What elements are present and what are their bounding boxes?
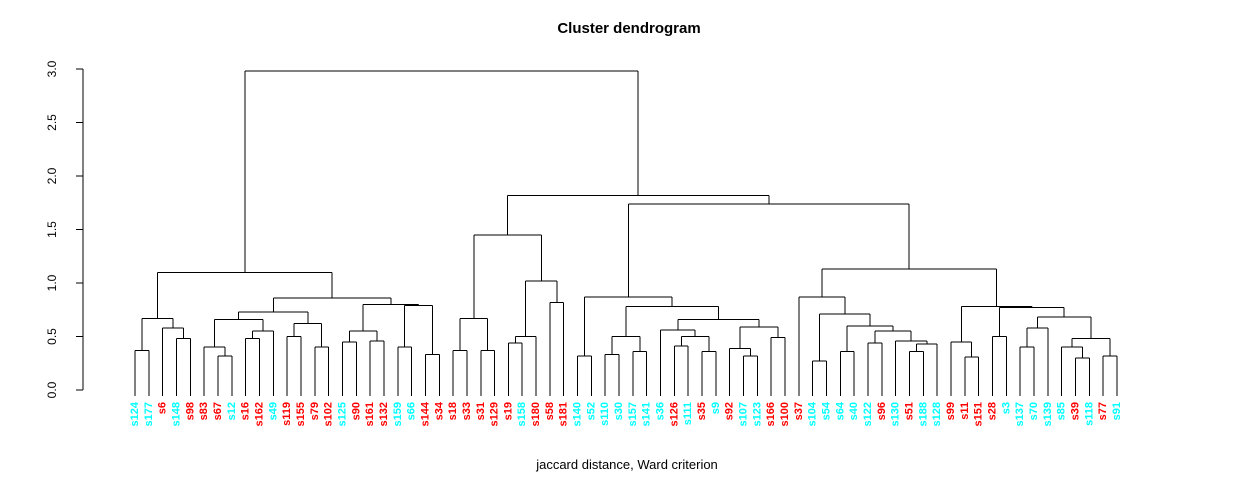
leaf-label: s40: [848, 402, 860, 420]
leaf-label: s155: [295, 402, 307, 426]
leaf-label: s158: [516, 402, 528, 426]
leaf-label: s98: [184, 402, 196, 420]
leaf-label: s166: [765, 402, 777, 426]
leaf-label: s58: [544, 402, 556, 420]
leaf-label: s119: [281, 402, 293, 426]
y-axis-tick-label: 0.5: [45, 328, 59, 345]
leaf-label: s188: [917, 402, 929, 426]
leaf-label: s18: [447, 402, 459, 420]
leaf-label: s83: [198, 402, 210, 420]
leaf-label: s67: [212, 402, 224, 420]
leaf-label: s33: [461, 402, 473, 420]
leaf-label: s28: [986, 402, 998, 420]
leaf-label: s9: [710, 402, 722, 414]
leaf-label: s39: [1069, 402, 1081, 420]
leaf-label: s180: [530, 402, 542, 426]
leaf-label: s100: [779, 402, 791, 426]
y-axis-tick-label: 2.5: [45, 114, 59, 131]
leaf-label: s125: [336, 402, 348, 426]
leaf-label: s102: [323, 402, 335, 426]
leaf-label: s37: [793, 402, 805, 420]
leaf-label: s34: [433, 401, 445, 420]
leaf-label: s118: [1083, 402, 1095, 426]
leaf-label: s132: [378, 402, 390, 426]
leaf-label: s124: [129, 401, 141, 426]
leaf-label: s49: [267, 402, 279, 420]
leaf-label: s181: [558, 402, 570, 426]
leaf-label: s52: [585, 402, 597, 420]
leaf-label: s137: [1014, 402, 1026, 426]
leaf-label: s16: [240, 402, 252, 420]
leaf-label: s3: [1000, 402, 1012, 414]
leaf-label: s96: [876, 402, 888, 420]
leaf-label: s51: [903, 402, 915, 420]
leaf-label: s90: [350, 402, 362, 420]
leaf-label: s148: [170, 402, 182, 426]
chart-title: Cluster dendrogram: [557, 20, 701, 37]
leaf-label: s104: [807, 401, 819, 426]
leaf-label: s91: [1111, 402, 1123, 420]
leaf-label: s11: [959, 402, 971, 420]
y-axis-tick-label: 1.5: [45, 221, 59, 238]
leaf-label: s19: [502, 402, 514, 420]
leaf-label: s6: [157, 402, 169, 414]
leaf-label: s177: [143, 402, 155, 426]
leaf-label: s140: [572, 402, 584, 426]
leaf-label: s36: [655, 402, 667, 420]
leaf-label: s161: [364, 402, 376, 426]
leaf-label: s129: [489, 402, 501, 426]
leaf-label: s70: [1028, 402, 1040, 420]
leaf-label: s66: [406, 402, 418, 420]
leaf-label: s151: [973, 402, 985, 426]
leaf-label: s30: [613, 402, 625, 420]
leaf-label: s126: [668, 402, 680, 426]
leaf-label: s128: [931, 402, 943, 426]
y-axis-tick-label: 0.0: [45, 381, 59, 398]
leaf-label: s141: [641, 402, 653, 426]
y-axis-tick-label: 2.0: [45, 167, 59, 184]
leaf-label: s77: [1097, 402, 1109, 420]
x-axis-caption: jaccard distance, Ward criterion: [536, 457, 718, 472]
leaf-label: s107: [738, 402, 750, 426]
leaf-label: s79: [309, 402, 321, 420]
leaf-label: s85: [1056, 402, 1068, 420]
leaf-label: s139: [1042, 402, 1054, 426]
leaf-label: s159: [392, 402, 404, 426]
leaf-label: s31: [475, 402, 487, 420]
leaf-label: s157: [627, 402, 639, 426]
leaf-label: s162: [253, 402, 265, 426]
y-axis-tick-label: 3.0: [45, 60, 59, 77]
leaf-label: s35: [696, 402, 708, 420]
leaf-label: s122: [862, 402, 874, 426]
leaf-label: s64: [834, 401, 846, 420]
leaf-label: s111: [682, 402, 694, 425]
leaf-label: s110: [599, 402, 611, 426]
leaf-label: s54: [821, 401, 833, 420]
leaf-label: s130: [890, 402, 902, 426]
leaf-label: s123: [751, 402, 763, 426]
leaf-label: s144: [419, 401, 431, 426]
leaf-label: s12: [226, 402, 238, 420]
leaf-label: s92: [724, 402, 736, 420]
y-axis-tick-label: 1.0: [45, 274, 59, 291]
leaf-label: s99: [945, 402, 957, 420]
